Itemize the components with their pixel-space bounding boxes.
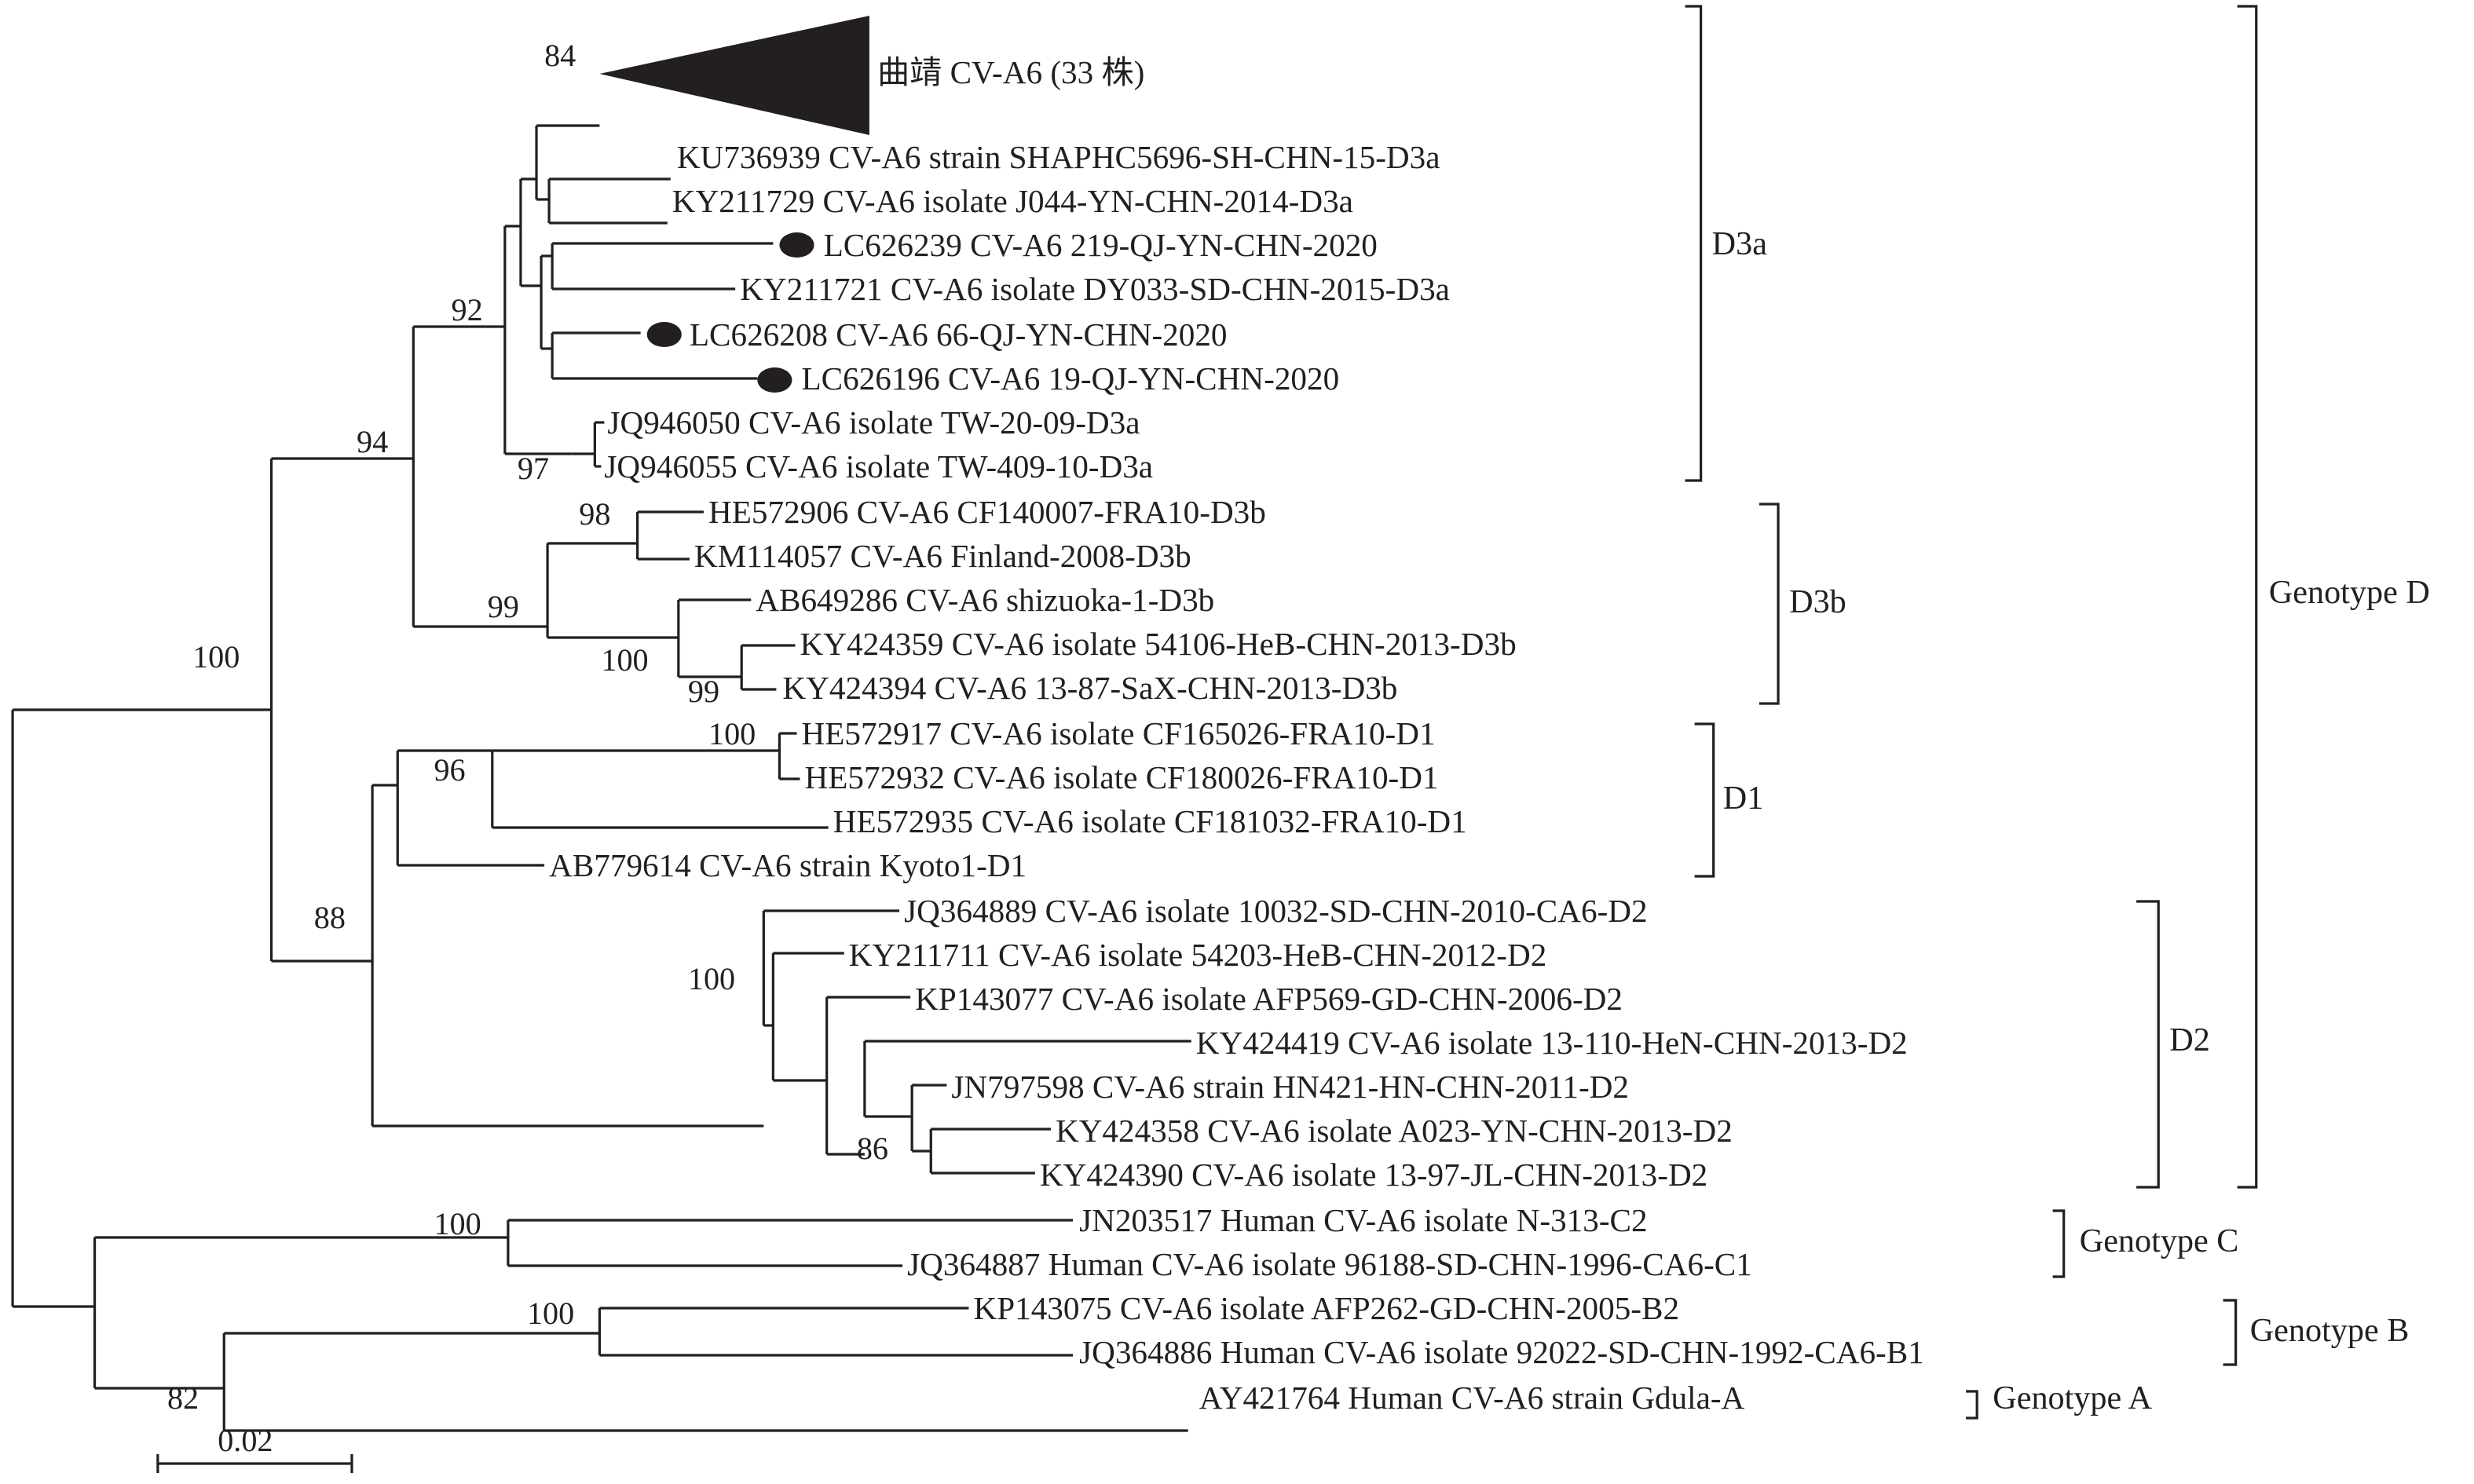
leaf-label: JQ364886 Human CV-A6 isolate 92022-SD-CH… [1079, 1334, 1924, 1370]
bootstrap-value: 96 [434, 752, 465, 788]
scale-bar-line [156, 1454, 353, 1473]
clade-label-d3a: D3a [1712, 225, 1768, 262]
leaf-label: KY211711 CV-A6 isolate 54203-HeB-CHN-201… [849, 937, 1547, 973]
bootstrap-values: 84 92 97 94 98 99 100 99 100 100 96 88 1… [167, 38, 888, 1416]
bracket-d3b [1759, 503, 1780, 705]
bracket-d1 [1694, 722, 1715, 878]
leaf-label: KY424390 CV-A6 isolate 13-97-JL-CHN-2013… [1040, 1157, 1707, 1193]
leaf-label: JQ946050 CV-A6 isolate TW-20-09-D3a [607, 404, 1140, 440]
bootstrap-value: 99 [688, 674, 719, 709]
leaf-label: LC626196 CV-A6 19-QJ-YN-CHN-2020 [802, 360, 1340, 397]
leaf-label: AB779614 CV-A6 strain Kyoto1-D1 [549, 847, 1027, 883]
bracket-genotype-b [2223, 1299, 2238, 1366]
bootstrap-value: 88 [314, 900, 346, 935]
clade-label-d1: D1 [1723, 780, 1764, 817]
bootstrap-value: 97 [518, 451, 549, 486]
clade-brackets: D3a D3b D1 D2 Genotype D Genotype C Geno… [1685, 5, 2430, 1420]
leaf-label: KP143077 CV-A6 isolate AFP569-GD-CHN-200… [915, 981, 1623, 1017]
clade-label-genotype-c: Genotype C [2080, 1223, 2239, 1259]
bracket-genotype-a [1966, 1390, 1978, 1420]
bootstrap-value: 100 [434, 1206, 481, 1241]
leaf-label: KM114057 CV-A6 Finland-2008-D3b [694, 538, 1191, 574]
leaf-label: LC626239 CV-A6 219-QJ-YN-CHN-2020 [824, 227, 1378, 263]
leaf-label: KP143075 CV-A6 isolate AFP262-GD-CHN-200… [974, 1290, 1680, 1326]
bootstrap-value: 98 [579, 496, 610, 532]
collapsed-clade-label: 曲靖 CV-A6 (33 株) [877, 54, 1144, 90]
bootstrap-value: 84 [544, 38, 576, 73]
leaf-label: AY421764 Human CV-A6 strain Gdula-A [1199, 1380, 1745, 1416]
bootstrap-value: 100 [688, 961, 735, 996]
leaf-label: JN203517 Human CV-A6 isolate N-313-C2 [1079, 1202, 1647, 1238]
leaf-label: HE572917 CV-A6 isolate CF165026-FRA10-D1 [802, 715, 1436, 751]
leaf-label: KY424394 CV-A6 13-87-SaX-CHN-2013-D3b [782, 670, 1397, 706]
clade-label-genotype-b: Genotype B [2250, 1312, 2410, 1349]
leaf-label: HE572935 CV-A6 isolate CF181032-FRA10-D1 [833, 803, 1467, 839]
leaf-label: KY424358 CV-A6 isolate A023-YN-CHN-2013-… [1056, 1113, 1733, 1149]
bracket-genotype-c [2052, 1209, 2066, 1278]
bootstrap-value: 100 [527, 1296, 574, 1331]
leaf-label: JQ364887 Human CV-A6 isolate 96188-SD-CH… [907, 1246, 1752, 1282]
clade-label-d3b: D3b [1789, 583, 1846, 620]
bootstrap-value: 100 [192, 639, 240, 674]
bootstrap-value: 82 [167, 1380, 199, 1416]
leaf-label: HE572906 CV-A6 CF140007-FRA10-D3b [708, 494, 1266, 530]
bootstrap-value: 94 [357, 424, 388, 459]
tree-branches [11, 124, 1191, 1432]
bootstrap-value: 92 [452, 292, 483, 327]
leaf-label: JQ364889 CV-A6 isolate 10032-SD-CHN-2010… [904, 893, 1648, 929]
bootstrap-value: 100 [601, 642, 648, 678]
bootstrap-value: 99 [488, 589, 519, 624]
bracket-d3a [1685, 5, 1703, 482]
bootstrap-value: 86 [857, 1131, 888, 1166]
leaf-label: KY211729 CV-A6 isolate J044-YN-CHN-2014-… [672, 183, 1353, 219]
bracket-genotype-d [2237, 5, 2258, 1189]
collapsed-clade-triangle[interactable] [599, 16, 869, 135]
scale-bar: 0.02 [156, 1423, 353, 1473]
leaf-label: JQ946055 CV-A6 isolate TW-409-10-D3a [604, 448, 1153, 484]
study-sequence-marker [779, 232, 814, 258]
leaf-label: KY424359 CV-A6 isolate 54106-HeB-CHN-201… [800, 626, 1517, 662]
leaf-labels: KU736939 CV-A6 strain SHAPHC5696-SH-CHN-… [549, 139, 1924, 1416]
bootstrap-value: 100 [708, 716, 756, 751]
leaf-label: LC626208 CV-A6 66-QJ-YN-CHN-2020 [690, 316, 1228, 353]
clade-label-d2: D2 [2169, 1022, 2210, 1058]
clade-label-genotype-d: Genotype D [2269, 574, 2430, 611]
study-sequence-marker [646, 322, 682, 347]
leaf-label: KY424419 CV-A6 isolate 13-110-HeN-CHN-20… [1196, 1025, 1908, 1061]
leaf-label: JN797598 CV-A6 strain HN421-HN-CHN-2011-… [951, 1069, 1629, 1105]
leaf-label: AB649286 CV-A6 shizuoka-1-D3b [756, 582, 1214, 618]
scale-bar-label: 0.02 [218, 1423, 273, 1458]
study-sequence-marker [757, 367, 792, 393]
clade-label-genotype-a: Genotype A [1993, 1380, 2152, 1416]
leaf-label: KY211721 CV-A6 isolate DY033-SD-CHN-2015… [740, 271, 1450, 307]
leaf-label: KU736939 CV-A6 strain SHAPHC5696-SH-CHN-… [677, 139, 1440, 175]
leaf-label: HE572932 CV-A6 isolate CF180026-FRA10-D1 [805, 759, 1439, 795]
bracket-d2 [2136, 900, 2160, 1189]
